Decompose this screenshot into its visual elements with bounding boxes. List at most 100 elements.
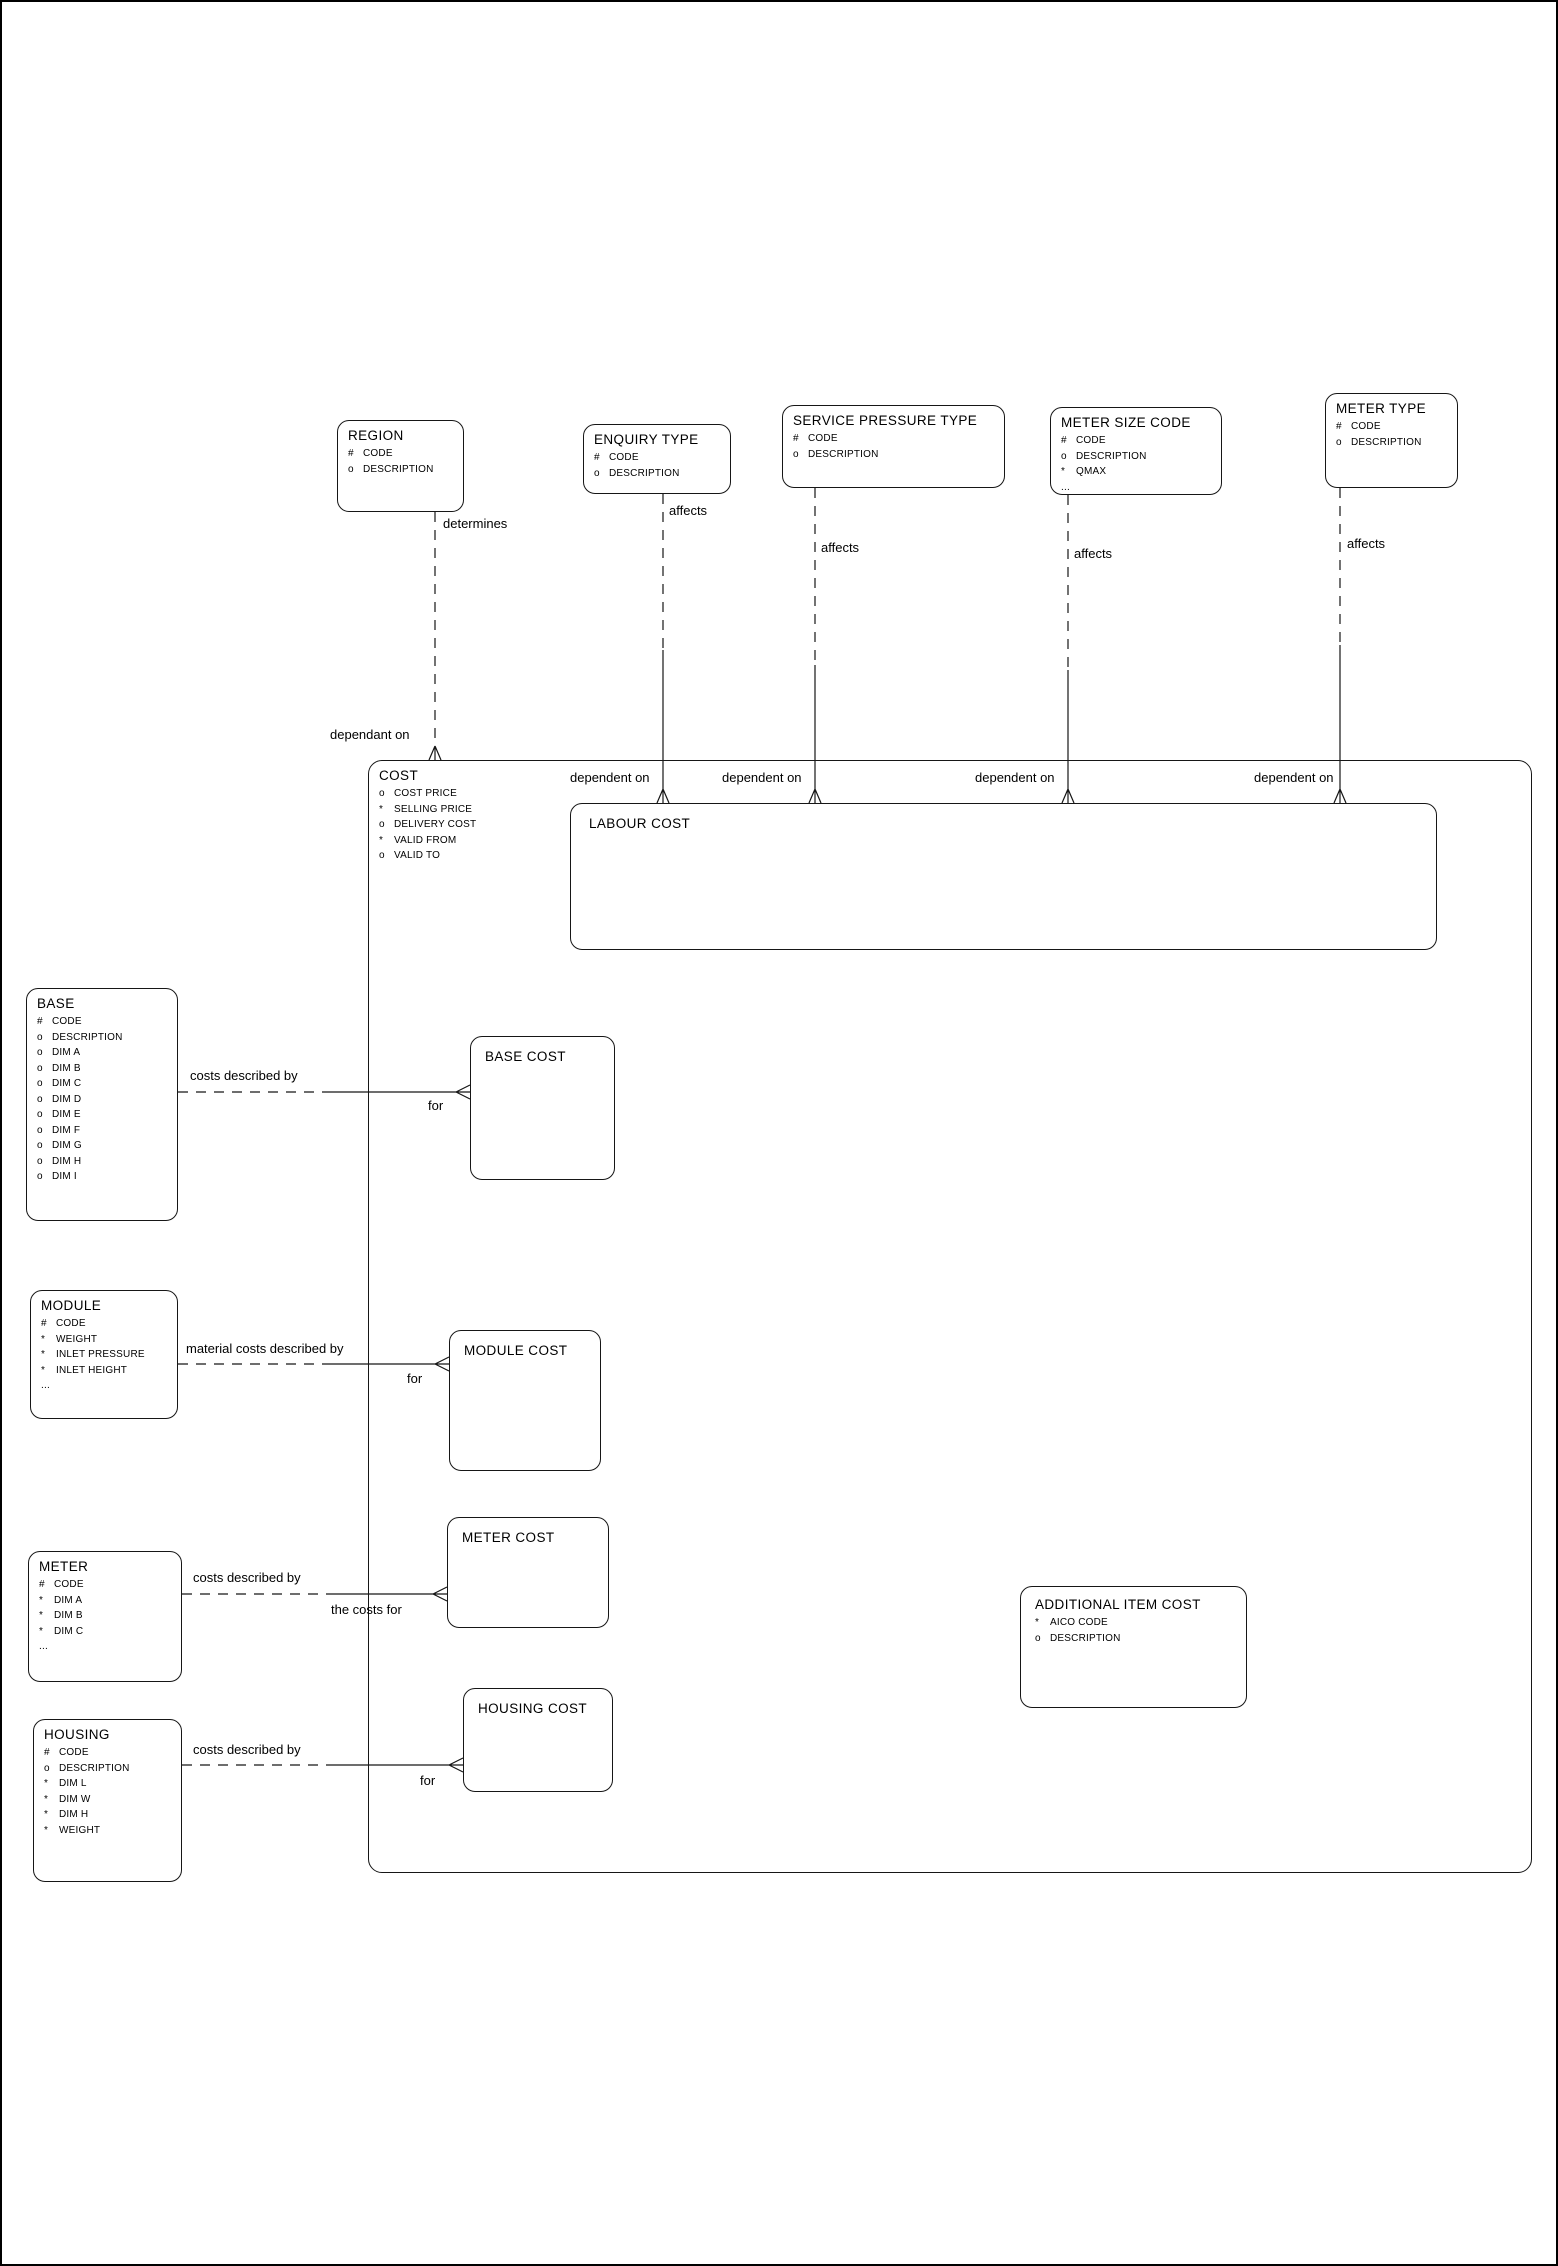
entity-title: REGION: [348, 428, 404, 443]
entity-attribute: *DIM L: [44, 1778, 87, 1789]
relationship-label-costs-described-by: costs described by: [193, 1742, 301, 1757]
relationship-label-dependent-on: dependent on: [975, 770, 1055, 785]
entity-meter-cost[interactable]: METER COST: [447, 1517, 609, 1628]
entity-attribute: *DIM W: [44, 1793, 91, 1805]
entity-attribute: ...: [39, 1641, 48, 1652]
entity-attribute: #CODE: [37, 1016, 82, 1027]
relationship-meter-size-code-labour-cost: [1061, 495, 1075, 804]
relationship-module-module-cost: [178, 1356, 450, 1372]
relationship-base-base-cost: [178, 1084, 471, 1100]
relationship-label-affects: affects: [1074, 546, 1113, 561]
entity-attribute: #CODE: [1061, 435, 1106, 446]
entity-housing-cost[interactable]: HOUSING COST: [463, 1688, 613, 1792]
entity-base-cost[interactable]: BASE COST: [470, 1036, 615, 1180]
entity-title: ADDITIONAL ITEM COST: [1035, 1597, 1201, 1612]
entity-attribute: *VALID FROM: [379, 834, 457, 846]
entity-attribute: *DIM A: [39, 1594, 83, 1606]
entity-module[interactable]: MODULE #CODE*WEIGHT*INLET PRESSURE*INLET…: [30, 1290, 178, 1419]
entity-attribute: *DIM B: [39, 1610, 83, 1621]
entity-attribute: *WEIGHT: [44, 1824, 101, 1836]
relationship-label-dependent-on: dependent on: [570, 770, 650, 785]
entity-title: BASE: [37, 996, 75, 1011]
relationship-label-costs-described-by: costs described by: [190, 1068, 298, 1083]
relationship-label-affects: affects: [669, 503, 708, 518]
entity-meter[interactable]: METER #CODE*DIM A*DIM B*DIM C...: [28, 1551, 182, 1682]
relationship-label-affects: affects: [1347, 536, 1386, 551]
entity-attribute: *DIM C: [39, 1625, 84, 1637]
entity-title: METER SIZE CODE: [1061, 415, 1191, 430]
relationship-label-for: for: [407, 1371, 423, 1386]
relationship-housing-housing-cost: [182, 1757, 464, 1773]
entity-attributes: #CODE*DIM A*DIM B*DIM C...: [39, 1577, 181, 1655]
entity-title: SERVICE PRESSURE TYPE: [793, 413, 978, 428]
relationship-label-affects: affects: [821, 540, 860, 555]
entity-title: MODULE: [41, 1298, 102, 1313]
entity-attribute: ...: [1061, 481, 1070, 493]
relationship-label-for: for: [428, 1098, 444, 1113]
entity-module-cost[interactable]: MODULE COST: [449, 1330, 601, 1471]
entity-attribute: #CODE: [793, 433, 838, 444]
entity-attribute: *DIM H: [44, 1809, 89, 1820]
relationship-meter-meter-cost: [182, 1586, 448, 1602]
relationship-region-cost: [428, 512, 442, 761]
relationship-label-determines: determines: [443, 516, 508, 531]
relationship-service-pressure-type-labour-cost: [808, 488, 822, 804]
entity-attribute: #CODE: [1336, 421, 1381, 432]
entity-attribute: ...: [41, 1380, 50, 1391]
entity-attribute: *AICO CODE: [1035, 1617, 1108, 1628]
entity-labour-cost[interactable]: LABOUR COST: [570, 803, 1437, 950]
relationship-label-for: for: [420, 1773, 436, 1788]
relationship-label-dependent-on: dependent on: [1254, 770, 1334, 785]
entity-attributes: #CODE*WEIGHT*INLET PRESSURE*INLET HEIGHT…: [41, 1316, 177, 1394]
entity-title: BASE COST: [485, 1049, 566, 1064]
relationship-label-costs-described-by: costs described by: [193, 1570, 301, 1585]
entity-attribute: *INLET HEIGHT: [41, 1364, 128, 1376]
entity-title: LABOUR COST: [589, 816, 691, 831]
relationship-label-dependant-on: dependant on: [330, 727, 410, 742]
entity-attribute: #CODE: [348, 448, 393, 459]
entity-title: METER COST: [462, 1530, 555, 1545]
entity-attribute: *SELLING PRICE: [379, 803, 473, 815]
entity-attribute: *WEIGHT: [41, 1333, 98, 1345]
relationship-label-the-costs-for: the costs for: [331, 1602, 402, 1617]
entity-title: ENQUIRY TYPE: [594, 432, 699, 447]
relationship-label-dependent-on: dependent on: [722, 770, 802, 785]
entity-attribute: #CODE: [594, 452, 639, 463]
